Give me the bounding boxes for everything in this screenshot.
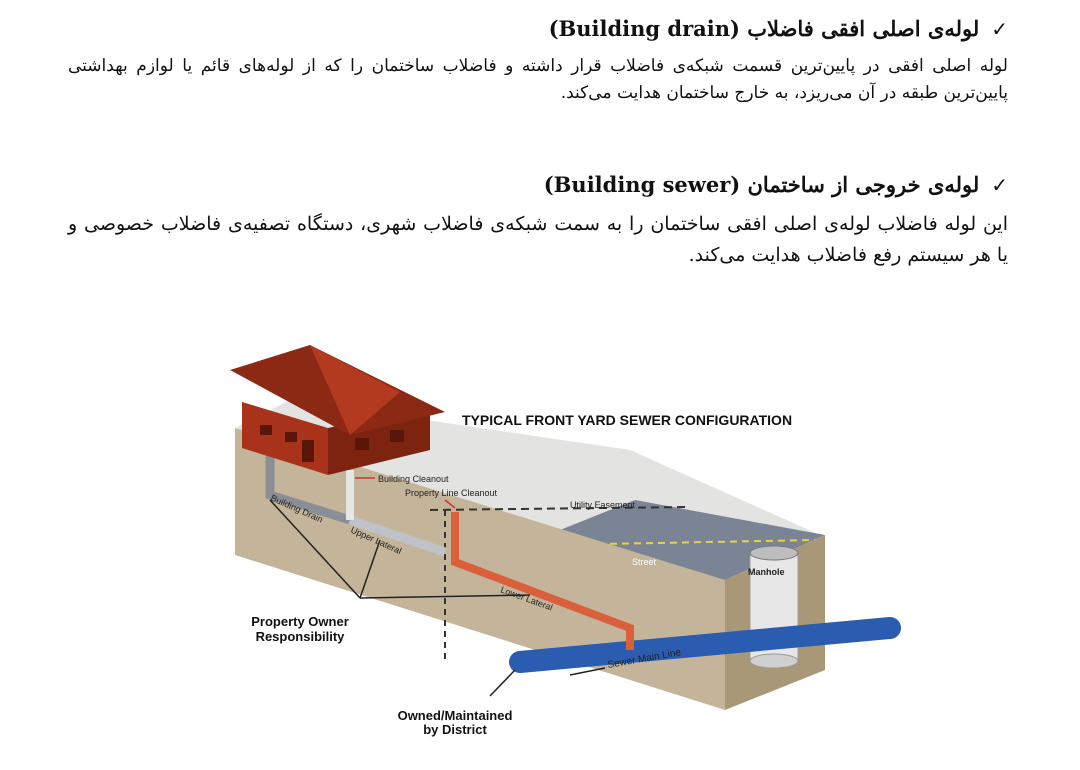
leader-line xyxy=(359,539,381,599)
manhole-bottom xyxy=(749,653,799,669)
label-district-line2: by District xyxy=(423,722,487,737)
leader-line xyxy=(359,594,531,599)
house-window xyxy=(390,430,404,442)
upper-lateral-pipe xyxy=(348,515,447,557)
heading-text: لوله‌ی اصلی افقی فاضلاب (Building drain) xyxy=(548,16,980,41)
manhole-top xyxy=(749,545,799,561)
figure-title: TYPICAL FRONT YARD SEWER CONFIGURATION xyxy=(462,412,792,428)
house-window xyxy=(355,438,369,450)
label-property-line-cleanout: Property Line Cleanout xyxy=(405,488,498,498)
section-heading: ✓ لوله‌ی اصلی افقی فاضلاب (Building drai… xyxy=(68,16,1008,41)
section-heading: ✓ لوله‌ی خروجی از ساختمان (Building sewe… xyxy=(68,172,1008,197)
label-owner-responsibility-line1: Property Owner xyxy=(251,614,349,629)
house-door xyxy=(302,440,314,462)
label-street: Street xyxy=(632,557,657,567)
section-paragraph: این لوله فاضلاب لوله‌ی اصلی افقی ساختمان… xyxy=(68,213,1008,266)
section-paragraph: لوله اصلی افقی در پایین‌ترین قسمت شبکه‌ی… xyxy=(68,56,1008,103)
house-window xyxy=(285,432,297,442)
label-utility-easement: Utility Easement xyxy=(570,500,636,510)
street-center-line xyxy=(549,539,816,546)
sewer-configuration-diagram: TYPICAL FRONT YARD SEWER CONFIGURATION B… xyxy=(230,345,901,737)
leader-line xyxy=(269,499,361,599)
checkmark-icon: ✓ xyxy=(991,16,1008,41)
utility-easement-line xyxy=(429,506,691,511)
house-roof-gable xyxy=(310,345,400,435)
lower-lateral-pipe xyxy=(451,512,634,650)
label-building-cleanout: Building Cleanout xyxy=(378,474,449,484)
house-window xyxy=(260,425,272,435)
checkmark-icon: ✓ xyxy=(991,172,1008,197)
heading-text: لوله‌ی خروجی از ساختمان (Building sewer) xyxy=(543,172,980,197)
label-manhole: Manhole xyxy=(748,567,785,577)
leader-line xyxy=(569,667,606,676)
label-owner-responsibility-line2: Responsibility xyxy=(256,629,346,644)
leader-line xyxy=(444,499,456,509)
sewer-main-pipe xyxy=(509,617,901,673)
leader-line xyxy=(489,669,516,697)
label-district-line1: Owned/Maintained xyxy=(398,708,513,723)
section-building-sewer: ✓ لوله‌ی خروجی از ساختمان (Building sewe… xyxy=(68,172,1008,271)
section-building-drain: ✓ لوله‌ی اصلی افقی فاضلاب (Building drai… xyxy=(68,16,1008,107)
